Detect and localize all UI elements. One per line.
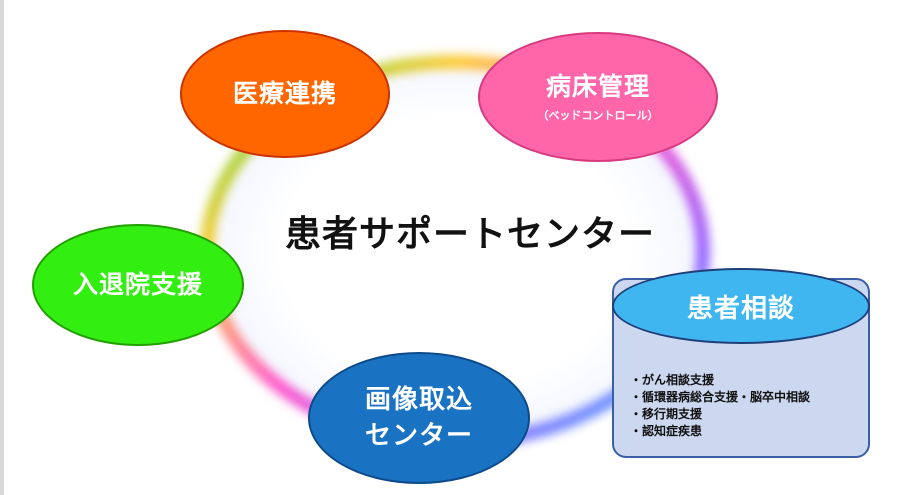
left-edge-bar bbox=[0, 0, 4, 495]
soudan-item: ・移行期支援 bbox=[630, 407, 703, 421]
node-byosho-kanri: 病床管理 （ベッドコントロール） bbox=[478, 32, 718, 162]
center-title: 患者サポートセンター bbox=[284, 214, 655, 255]
node-nyutaiin-shien: 入退院支援 bbox=[32, 224, 244, 346]
soudan-item-list: ・がん相談支援 ・循環器病総合支援・脳卒中相談 ・移行期支援 ・認知症疾患 bbox=[630, 372, 865, 440]
node-byosho-label: 病床管理 bbox=[545, 72, 650, 101]
node-nyutai-label: 入退院支援 bbox=[72, 270, 203, 299]
node-iryo-label: 医療連携 bbox=[232, 79, 337, 108]
node-gazo-label-line1: 画像取込 bbox=[364, 385, 473, 415]
node-byosho-sublabel: （ベッドコントロール） bbox=[537, 109, 659, 122]
node-iryo-renkei: 医療連携 bbox=[180, 30, 390, 158]
node-gazo-label-line2: センター bbox=[364, 421, 473, 451]
node-kanja-soudan-header: 患者相談 bbox=[612, 268, 870, 344]
soudan-item: ・循環器病総合支援・脳卒中相談 bbox=[630, 390, 811, 404]
soudan-item: ・がん相談支援 bbox=[630, 373, 715, 387]
soudan-item: ・認知症疾患 bbox=[630, 424, 703, 438]
node-gazo-torikomi: 画像取込 センター bbox=[308, 352, 530, 484]
